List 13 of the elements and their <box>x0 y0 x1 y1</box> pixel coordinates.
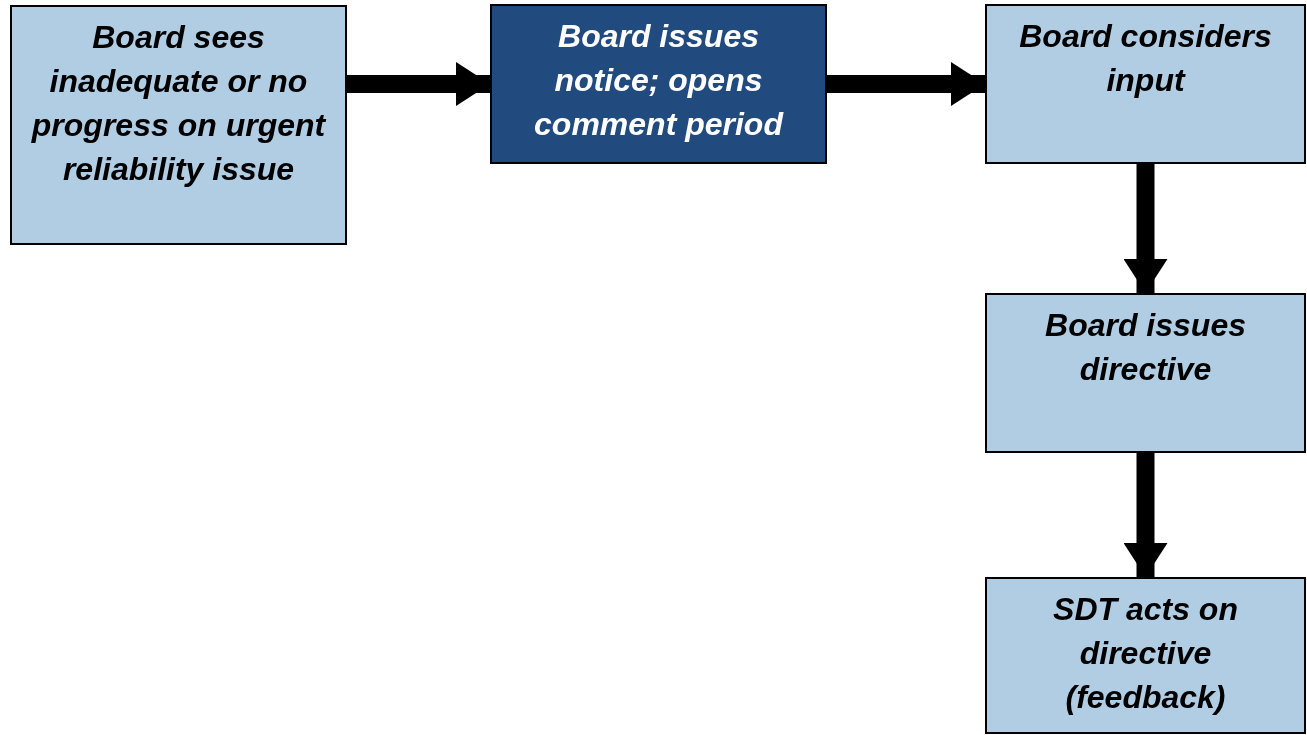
box-text: Board considers input <box>1018 17 1273 100</box>
process-box <box>985 4 1306 164</box>
block-arrow <box>827 62 985 106</box>
process-box <box>985 293 1306 453</box>
box-text: Board issues notice; opens comment period <box>533 17 785 144</box>
process-box <box>490 4 827 164</box>
box-text: Board issues directive <box>1044 306 1247 389</box>
process-box <box>985 577 1306 734</box>
box-text: SDT acts on directive (feedback) <box>1052 590 1239 717</box>
block-arrow <box>347 62 490 106</box>
block-arrow <box>1123 164 1168 293</box>
box-text: Board sees inadequate or no progress on urgent reliability issue <box>30 18 328 189</box>
process-box <box>10 5 347 245</box>
